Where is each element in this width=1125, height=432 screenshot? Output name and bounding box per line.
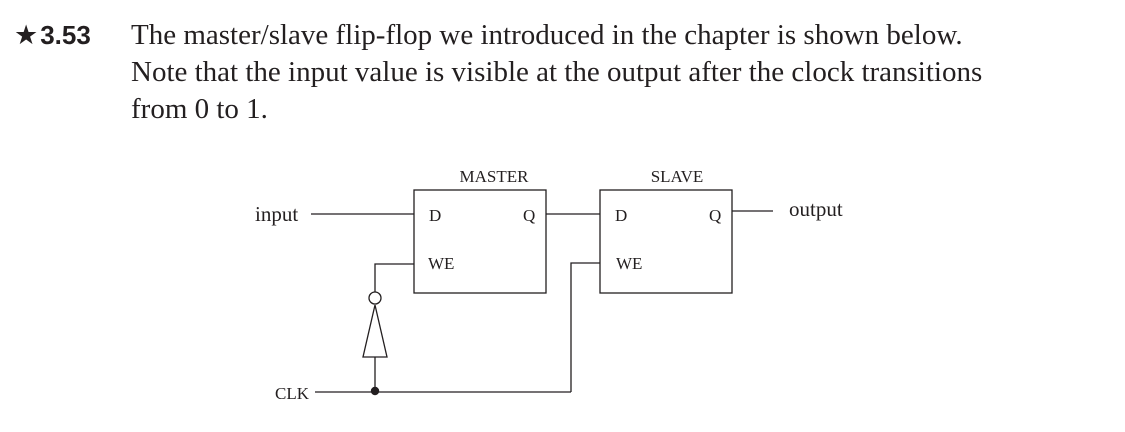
master-we-port: WE [428, 254, 454, 273]
slave-latch-box [599, 189, 733, 294]
problem-line-3: from 0 to 1. [131, 93, 268, 125]
slave-clock-wire [570, 262, 600, 392]
slave-title: SLAVE [651, 167, 704, 186]
master-clock-wire [374, 263, 414, 292]
slave-d-port: D [615, 206, 627, 225]
inverter-triangle-icon [362, 304, 388, 358]
slave-we-port: WE [616, 254, 642, 273]
clock-label: CLK [275, 384, 310, 403]
output-label: output [789, 197, 843, 221]
master-title: MASTER [460, 167, 530, 186]
master-d-port: D [429, 206, 441, 225]
problem-statement: The master/slave flip-flop we introduced… [131, 17, 1111, 128]
problem-line-1: The master/slave flip-flop we introduced… [131, 19, 963, 51]
input-label: input [255, 202, 298, 226]
problem-line-2: Note that the input value is visible at … [131, 56, 983, 88]
inverter-bubble-icon [368, 291, 382, 305]
problem-number-value: 3.53 [40, 20, 91, 50]
star-icon: ★ [14, 20, 39, 50]
problem-number: ★3.53 [14, 18, 91, 52]
slave-q-port: Q [709, 206, 721, 225]
master-latch-box [413, 189, 547, 294]
master-q-port: Q [523, 206, 535, 225]
